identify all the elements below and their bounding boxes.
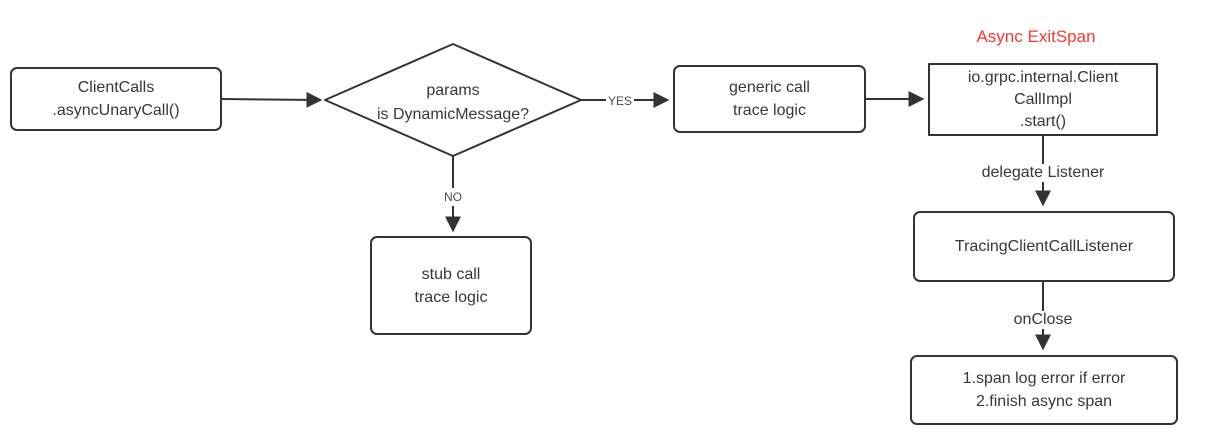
decision-diamond-label: params is DynamicMessage?: [376, 82, 530, 123]
node-clientcallimpl-start: io.grpc.internal.Client CallImpl .start(…: [928, 63, 1158, 136]
node-generic-call-trace-logic: generic call trace logic: [673, 65, 866, 133]
edge-label-delegate-listener: delegate Listener: [978, 164, 1108, 182]
edge-label-onclose: onClose: [1010, 311, 1076, 329]
node-onclose-actions: 1.span log error if error 2.finish async…: [910, 355, 1178, 425]
arrow-clientcalls-to-decision: [221, 91, 323, 108]
async-exitspan-annotation: Async ExitSpan: [976, 27, 1096, 46]
edge-label-no: NO: [442, 188, 464, 206]
node-stub-call-trace-logic: stub call trace logic: [370, 236, 532, 335]
node-tracingclientcalllistener: TracingClientCallListener: [913, 211, 1175, 282]
node-clientcalls-asyncunarycall: ClientCalls .asyncUnaryCall(): [10, 67, 222, 131]
edge-label-yes: YES: [605, 92, 635, 110]
